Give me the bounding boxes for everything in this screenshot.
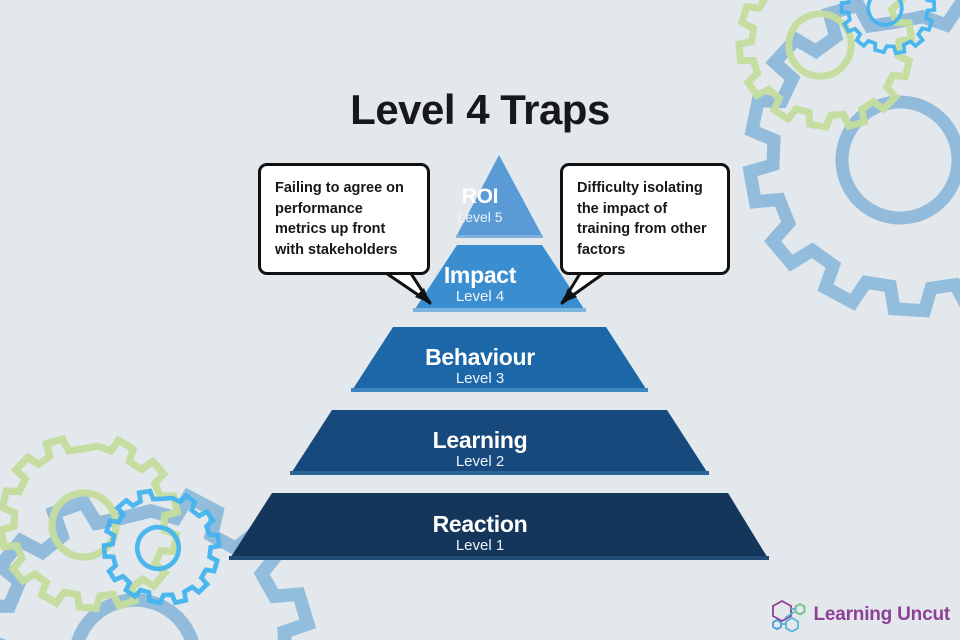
pyramid-level-behaviour[interactable] — [351, 327, 648, 392]
callout-left-text: Failing to agree on performance metrics … — [275, 180, 404, 258]
page-title: Level 4 Traps — [350, 86, 610, 133]
hexagon-molecule-icon — [772, 599, 806, 632]
brand-logo-text: Learning Uncut — [813, 604, 950, 625]
pyramid-level-impact[interactable] — [413, 245, 586, 312]
callout-left[interactable]: Failing to agree on performance metrics … — [258, 163, 430, 275]
pyramid-level-roi[interactable] — [456, 155, 543, 237]
callout-right-text: Difficulty isolating the impact of train… — [577, 180, 707, 258]
callout-right[interactable]: Difficulty isolating the impact of train… — [560, 163, 730, 275]
pyramid-level-reaction[interactable] — [229, 493, 769, 560]
pyramid-level-learning[interactable] — [290, 410, 709, 475]
brand-logo[interactable]: Learning Uncut — [770, 598, 950, 632]
